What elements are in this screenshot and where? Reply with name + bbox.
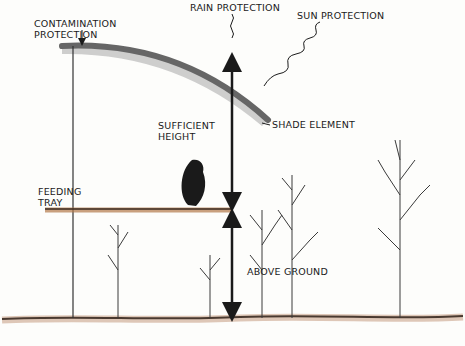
annotation-label: SUN PROTECTION [297, 10, 397, 21]
roof-shadow [62, 46, 268, 126]
annotation-label: SHADE ELEMENT [272, 119, 367, 130]
leader-line [264, 22, 320, 86]
support-pole [72, 46, 73, 318]
ground-arrow [231, 218, 234, 312]
tree-sketch [108, 140, 430, 318]
height-arrow [231, 62, 234, 202]
annotation-label: SUFFICIENT HEIGHT [158, 120, 220, 142]
feeding-tray [45, 208, 232, 210]
bird-silhouette [182, 160, 206, 206]
ground-wash [2, 317, 463, 320]
annotation-label: RAIN PROTECTION [190, 2, 290, 13]
annotation-label: CONTAMINATION PROTECTION [34, 18, 174, 40]
tray-wash [45, 208, 232, 213]
leader-line [231, 14, 234, 38]
annotation-label: ABOVE GROUND [247, 266, 342, 277]
annotation-label: FEEDING TRAY [38, 186, 90, 208]
shade-roof [62, 46, 268, 120]
leader-line [262, 123, 270, 125]
ground-line [2, 316, 463, 319]
